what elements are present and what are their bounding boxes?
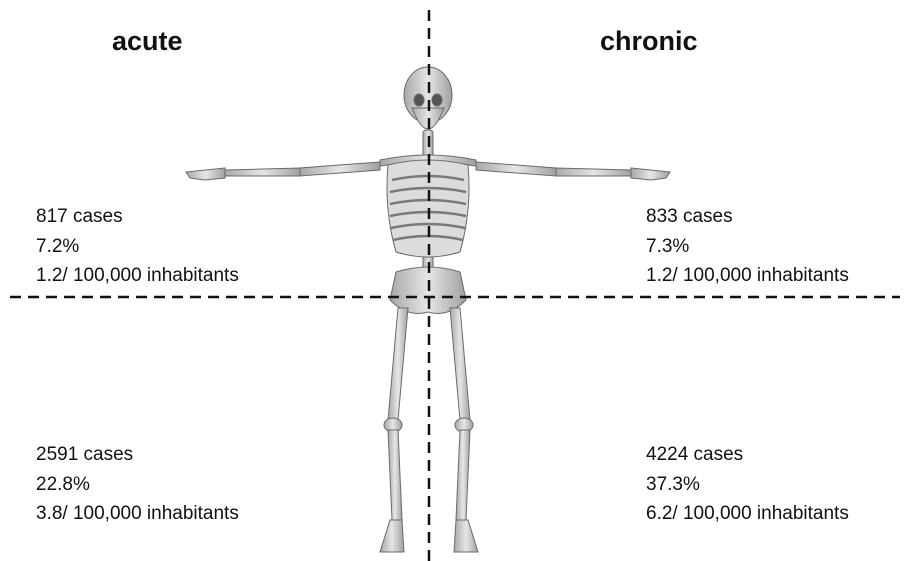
incidence-rate: 3.8/ 100,000 inhabitants (36, 499, 239, 529)
cases-percent: 7.2% (36, 232, 239, 262)
stat-lower-left: 2591 cases 22.8% 3.8/ 100,000 inhabitant… (36, 440, 239, 529)
cases-percent: 7.3% (646, 232, 849, 262)
cases-count: 833 cases (646, 202, 849, 232)
cases-count: 4224 cases (646, 440, 849, 470)
heading-chronic: chronic (600, 26, 698, 57)
stat-upper-right: 833 cases 7.3% 1.2/ 100,000 inhabitants (646, 202, 849, 291)
cases-percent: 22.8% (36, 470, 239, 500)
heading-acute: acute (112, 26, 183, 57)
stat-lower-right: 4224 cases 37.3% 6.2/ 100,000 inhabitant… (646, 440, 849, 529)
cases-count: 2591 cases (36, 440, 239, 470)
cases-count: 817 cases (36, 202, 239, 232)
cases-percent: 37.3% (646, 470, 849, 500)
stat-upper-left: 817 cases 7.2% 1.2/ 100,000 inhabitants (36, 202, 239, 291)
incidence-rate: 1.2/ 100,000 inhabitants (36, 261, 239, 291)
incidence-rate: 1.2/ 100,000 inhabitants (646, 261, 849, 291)
incidence-rate: 6.2/ 100,000 inhabitants (646, 499, 849, 529)
